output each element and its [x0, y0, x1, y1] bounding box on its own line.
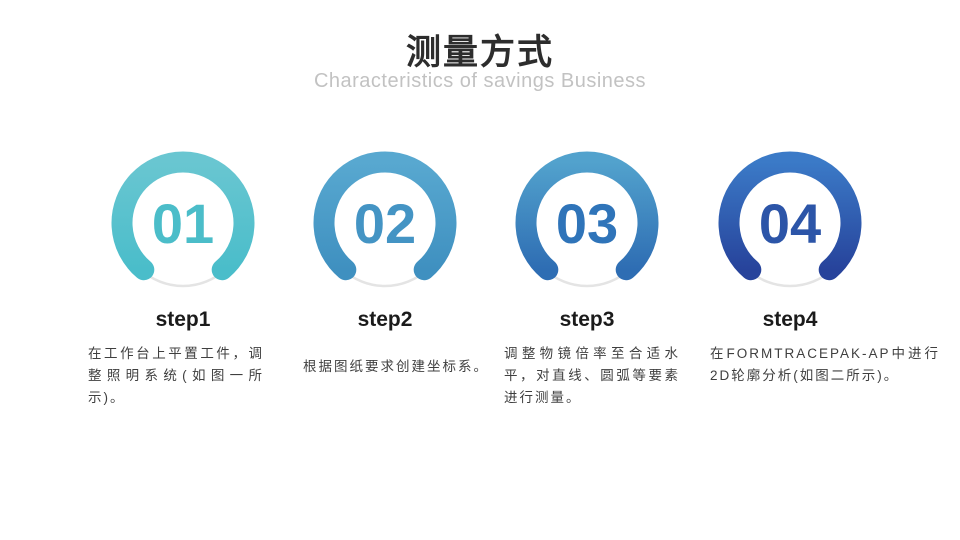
step2-description: 根据图纸要求创建坐标系。: [303, 359, 489, 374]
step4-circle: 04: [715, 148, 865, 298]
step1-number: 01: [152, 192, 214, 255]
step3-ring-graphic: 03: [515, 151, 659, 288]
step4-label: step4: [762, 308, 818, 331]
ring-arc: [111, 151, 255, 281]
step2-circle: 02: [310, 148, 460, 298]
page-subtitle: Characteristics of savings Business: [313, 70, 647, 92]
step1-description: 在工作台上平置工件，调整照明系统(如图一所示)。: [88, 346, 264, 405]
step3-circle: 03: [512, 148, 662, 298]
step1-ring-graphic: 01: [111, 151, 255, 288]
step3-description: 调整物镜倍率至合适水平，对直线、圆弧等要素进行测量。: [504, 346, 680, 405]
step3-label: step3: [559, 308, 615, 331]
ring-arc: [718, 151, 862, 281]
step1-circle: 01: [108, 148, 258, 298]
step4-description: 在FORMTRACEPAK-AP中进行2D轮廓分析(如图二所示)。: [710, 346, 940, 383]
step1-label: step1: [155, 308, 211, 331]
step4-ring-graphic: 04: [718, 151, 862, 288]
step2-ring-graphic: 02: [313, 151, 457, 288]
step3-number: 03: [556, 192, 618, 255]
page-title: 测量方式: [405, 33, 554, 72]
step4-number: 04: [759, 192, 821, 255]
step2-number: 02: [354, 192, 416, 255]
ring-arc: [515, 151, 659, 281]
step2-label: step2: [357, 308, 413, 331]
ring-arc: [313, 151, 457, 281]
